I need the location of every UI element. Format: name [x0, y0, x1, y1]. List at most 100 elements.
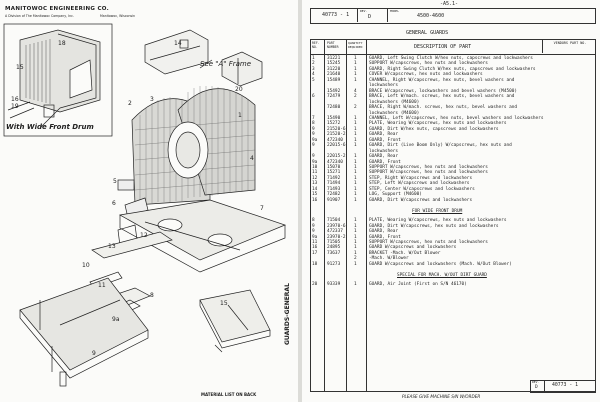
- callout-19: 19: [11, 103, 19, 110]
- row-description: GUARD W/capscrews and lockwashers (Mach.…: [369, 261, 512, 267]
- row-description: STEP, Center W/capscrews and lockwashers: [369, 186, 475, 192]
- row-part-number: 93339: [327, 282, 341, 288]
- callout-9: 9: [92, 350, 96, 357]
- row-description: CHANNEL, Right W/capscrews, hex nuts, be…: [369, 77, 515, 83]
- row-description: BRACE, Right W/mach. screws, hex nuts, b…: [369, 105, 518, 111]
- row-description: STEP, Right W/capscrews and lockwashers: [369, 175, 473, 181]
- doc-number: 40773 - 1: [322, 12, 350, 18]
- row-part-number: 71505: [327, 239, 341, 245]
- callout-15: 15: [220, 300, 228, 307]
- row-quantity: 1: [354, 165, 357, 170]
- row-description: CHANNEL, Left W/capscrews, hex nuts, bev…: [369, 115, 544, 121]
- row-quantity: 2: [354, 256, 357, 262]
- row-description: GUARD, Front: [369, 137, 401, 143]
- company-location: Manitowoc, Wisconsin: [100, 14, 136, 18]
- row-part-number: 15271: [327, 170, 341, 176]
- row-ref: 9: [312, 132, 315, 138]
- row-ref: 20: [312, 282, 318, 288]
- row-ref: 3: [312, 66, 315, 72]
- row-part-number: 71493: [327, 186, 341, 192]
- row-description: lockwashers: [369, 83, 399, 89]
- row-part-number: 71492: [327, 175, 341, 181]
- inset-caption: With Wide Front Drum: [6, 123, 94, 131]
- row-part-number: 73637: [327, 250, 341, 256]
- row-part-number: 21520-2: [327, 132, 346, 138]
- callout-11: 11: [98, 282, 106, 289]
- callout-4: 4: [250, 155, 254, 162]
- row-part-number: 23970-2: [327, 234, 346, 240]
- row-quantity: 1: [354, 175, 357, 181]
- row-quantity: 1: [354, 181, 357, 187]
- row-quantity: 1: [354, 77, 357, 83]
- row-part-number: 72480: [327, 105, 341, 111]
- row-part-number: 472340: [327, 159, 343, 165]
- row-description: GUARD, Front: [369, 159, 401, 165]
- row-description: lockwashers (M4600): [369, 110, 420, 116]
- row-description: GUARD, Air Joint (First on S/N 46170): [369, 282, 467, 288]
- table-body: [310, 53, 596, 392]
- row-ref: 9: [312, 143, 315, 149]
- row-part-number: 24895: [327, 245, 341, 251]
- list-title: GENERAL GUARDS: [406, 30, 449, 36]
- row-description: GUARD, Dirt W/hex nuts, capscrews and lo…: [369, 126, 499, 132]
- row-part-number: 15272: [327, 121, 341, 127]
- row-description: GUARD W/capscrews and lockwashers: [369, 245, 457, 251]
- row-quantity: 1: [354, 239, 357, 245]
- row-description: BRACKET -Mach. W/Out Blower: [369, 250, 441, 256]
- row-part-number: 91273: [327, 261, 341, 267]
- section-special: SPECIAL FOR MACH. W/OUT DIRT GUARD: [397, 273, 487, 279]
- col-qty: QUANTITY REQUIRED: [348, 41, 363, 49]
- model-label: MODEL: [390, 9, 400, 13]
- row-quantity: 1: [354, 218, 357, 224]
- row-ref: 11: [312, 170, 318, 176]
- header-box: [310, 8, 596, 24]
- row-part-number: 31220: [327, 66, 341, 72]
- row-quantity: 1: [354, 245, 357, 251]
- parts-list-page: -A5.1- 40773 - 1 REV. D MODEL 4500-4600 …: [302, 0, 600, 402]
- row-part-number: 15490: [327, 115, 341, 121]
- row-part-number: 15492: [327, 88, 341, 94]
- row-quantity: 1: [354, 137, 357, 143]
- row-description: GUARD, Dirt (Live Boom Only) W/capscrews…: [369, 143, 512, 149]
- row-quantity: 1: [354, 229, 357, 235]
- row-quantity: 1: [354, 159, 357, 165]
- callout-18: 18: [58, 40, 66, 47]
- callout-3: 3: [150, 96, 154, 103]
- row-ref: 10: [312, 165, 318, 170]
- row-description: GUARD, Left Swing Clutch W/hex nuts, cap…: [369, 56, 533, 61]
- row-quantity: 1: [354, 115, 357, 121]
- row-quantity: 1: [354, 282, 357, 288]
- row-quantity: 1: [354, 192, 357, 198]
- row-description: PLATE, Wearing W/capscrews, hex nuts and…: [369, 121, 507, 127]
- row-part-number: 22015-2: [327, 154, 346, 160]
- row-ref: 9: [312, 154, 315, 160]
- row-ref: 9: [312, 229, 315, 235]
- callout-13: 13: [108, 243, 116, 250]
- section-wide-front-drum: FOR WIDE FRONT DRUM: [412, 209, 463, 215]
- row-description: LOG, Support (M4600): [369, 192, 422, 198]
- frame-callout: See "A" Frame: [200, 60, 252, 68]
- callout-5: 5: [113, 178, 117, 185]
- row-description: SUPPORT W/capscrews, hex nuts and lockwa…: [369, 61, 488, 67]
- footer-material-note: MATERIAL LIST ON BACK: [201, 392, 257, 397]
- callout-17: 16: [11, 96, 19, 103]
- col-ref: REF. NO.: [312, 41, 320, 49]
- row-ref: 17: [312, 250, 318, 256]
- callout-1: 1: [238, 112, 242, 119]
- row-quantity: 2: [354, 105, 357, 111]
- row-quantity: 1: [354, 56, 357, 61]
- callout-20: 20: [235, 86, 243, 93]
- col-vendor: VENDORS PART NO.: [553, 41, 587, 45]
- row-part-number: 15070: [327, 165, 341, 170]
- row-part-number: 23970-6: [327, 223, 346, 229]
- row-ref: 8: [312, 218, 315, 224]
- row-quantity: 1: [354, 143, 357, 149]
- row-description: PLATE, Wearing W/capscrews, hex nuts and…: [369, 218, 507, 224]
- row-quantity: 1: [354, 170, 357, 176]
- row-ref: 11: [312, 239, 318, 245]
- row-quantity: 1: [354, 234, 357, 240]
- callout-12: 12: [140, 232, 148, 239]
- row-ref: 15: [312, 192, 318, 198]
- row-ref: 12: [312, 175, 318, 181]
- row-description: SUPPORT W/capscrews, hex nuts and lockwa…: [369, 239, 488, 245]
